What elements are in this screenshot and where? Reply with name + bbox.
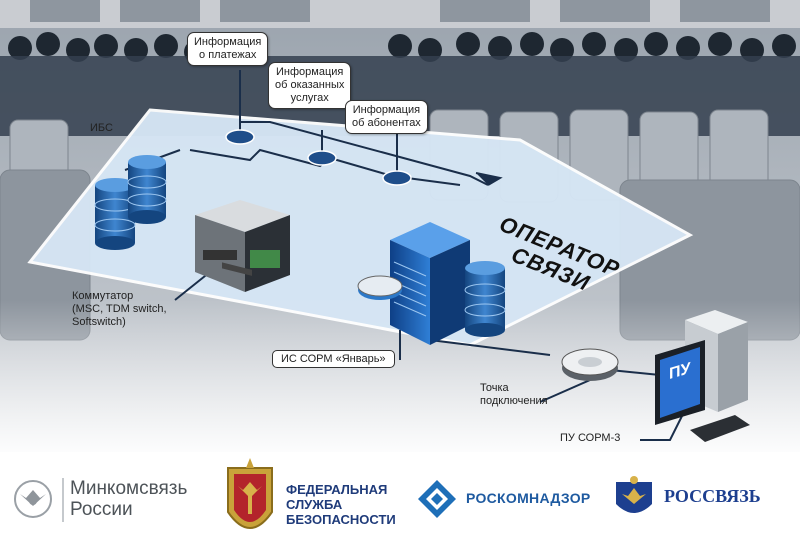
fsb-text: ФЕДЕРАЛЬНАЯ СЛУЖБА БЕЗОПАСНОСТИ (286, 482, 396, 527)
eagle-emblem-icon (14, 480, 52, 518)
database-icon-2 (464, 261, 506, 337)
roskomnadzor-diamond-icon (418, 480, 456, 518)
minkomsvyaz-text: Минкомсвязь России (70, 478, 188, 520)
operator-platform (27, 108, 694, 347)
roskomnadzor-text: РОСКОМНАДЗОР (466, 490, 591, 506)
label-connection-point: Точка подключения (480, 382, 548, 407)
callout-subscribers: Информация об абонентах (345, 100, 428, 134)
rossvyaz-text: РОССВЯЗЬ (664, 486, 761, 506)
label-isbs: ИБС (90, 122, 113, 134)
callout-payments: Информация о платежах (187, 32, 269, 66)
label-switch: Коммутатор (MSC, TDM switch, Softswitch) (72, 290, 167, 328)
logos-row: Минкомсвязь России ФЕДЕРАЛЬНАЯ СЛУЖБА БЕ… (0, 452, 800, 560)
fsb-shield-icon (227, 458, 273, 529)
connection-point-icon (561, 348, 619, 381)
database-icon (94, 155, 167, 250)
label-is-sorm: ИС СОРМ «Январь» (272, 350, 395, 368)
server-icon (357, 222, 470, 345)
rossvyaz-emblem-icon (616, 476, 652, 513)
computer-icon (655, 310, 750, 442)
callout-services: Информация об оказанных услугах (268, 62, 352, 109)
switch-icon (195, 200, 290, 292)
label-pu-sorm: ПУ СОРМ-3 (560, 432, 621, 444)
connection-dots (225, 129, 412, 186)
